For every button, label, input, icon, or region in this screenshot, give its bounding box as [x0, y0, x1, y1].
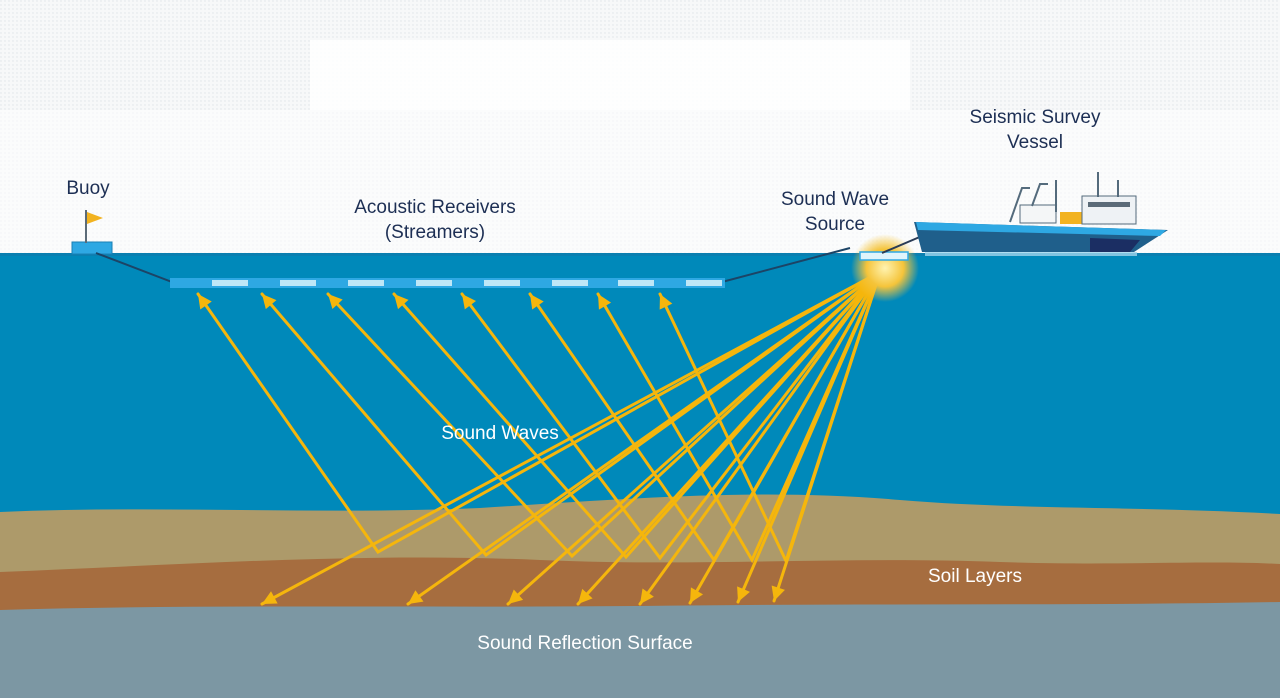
reflection-surface-label: Sound Reflection Surface: [477, 633, 693, 654]
streamers-label: Acoustic Receivers (Streamers): [300, 195, 570, 245]
transmitted-ray: [772, 270, 882, 603]
ray-arrow: [737, 586, 750, 602]
ray-arrow: [598, 294, 612, 310]
vessel-label-line2: Vessel: [1007, 132, 1063, 153]
receiver-icon: [484, 280, 520, 286]
sound-waves-label: Sound Waves: [441, 423, 559, 444]
ray-arrow: [508, 589, 524, 604]
source-label-line1: Sound Wave: [780, 189, 890, 210]
ray-arrow: [530, 294, 544, 310]
streamers-label-line1: Acoustic Receivers: [354, 197, 516, 218]
transmitted-ray: [638, 270, 882, 606]
source-tow-line: [881, 235, 923, 254]
receiver-icon: [212, 280, 248, 286]
reflection-surface-layer: [0, 602, 1280, 698]
source-label-line2: Source: [804, 214, 866, 235]
ray-arrow: [578, 588, 593, 604]
ray-arrow: [690, 587, 704, 603]
reflected-ray: [196, 270, 882, 554]
soil-layers-label: Soil Layers: [928, 566, 1022, 587]
sound-wave-rays: [196, 270, 882, 606]
reflected-ray: [260, 270, 882, 558]
streamers-label-line2: (Streamers): [384, 222, 486, 243]
ray-arrow: [328, 294, 343, 310]
transmitted-ray: [506, 270, 882, 606]
ray-arrow: [262, 294, 277, 310]
ray-arrow: [394, 294, 409, 310]
receiver-icon: [686, 280, 722, 286]
vessel-label: Seismic Survey Vessel: [930, 105, 1140, 155]
sea-surface: [0, 253, 1280, 256]
transmitted-ray: [260, 270, 882, 606]
buoy-icon: [71, 210, 113, 255]
receiver-icon: [348, 280, 384, 286]
ray-arrowheads: [198, 294, 785, 604]
receiver-icon: [280, 280, 316, 286]
ray-arrow: [198, 294, 212, 310]
transmitted-ray: [736, 270, 882, 604]
transmitted-ray: [688, 270, 882, 605]
vessel-icon: [914, 172, 1168, 256]
ray-arrow: [640, 588, 654, 604]
reflected-ray: [460, 270, 882, 561]
ray-arrow: [659, 294, 673, 310]
transmitted-ray: [576, 270, 882, 606]
ocean: [0, 253, 1280, 533]
vessel-label-line1: Seismic Survey: [969, 107, 1101, 128]
sound-source-icon: [851, 234, 919, 302]
acoustic-receivers: [212, 280, 722, 286]
sky-highlight: [310, 40, 910, 110]
ray-arrow: [408, 590, 424, 604]
ray-arrow: [262, 591, 278, 604]
ray-arrow: [771, 585, 785, 601]
buoy-label: Buoy: [66, 178, 110, 199]
receiver-icon: [416, 280, 452, 286]
source-label: Sound Wave Source: [750, 187, 920, 237]
ray-arrow: [462, 294, 476, 310]
reflected-ray: [326, 270, 882, 559]
transmitted-ray: [406, 270, 882, 606]
receiver-icon: [552, 280, 588, 286]
flag-icon: [87, 212, 103, 224]
receiver-icon: [618, 280, 654, 286]
